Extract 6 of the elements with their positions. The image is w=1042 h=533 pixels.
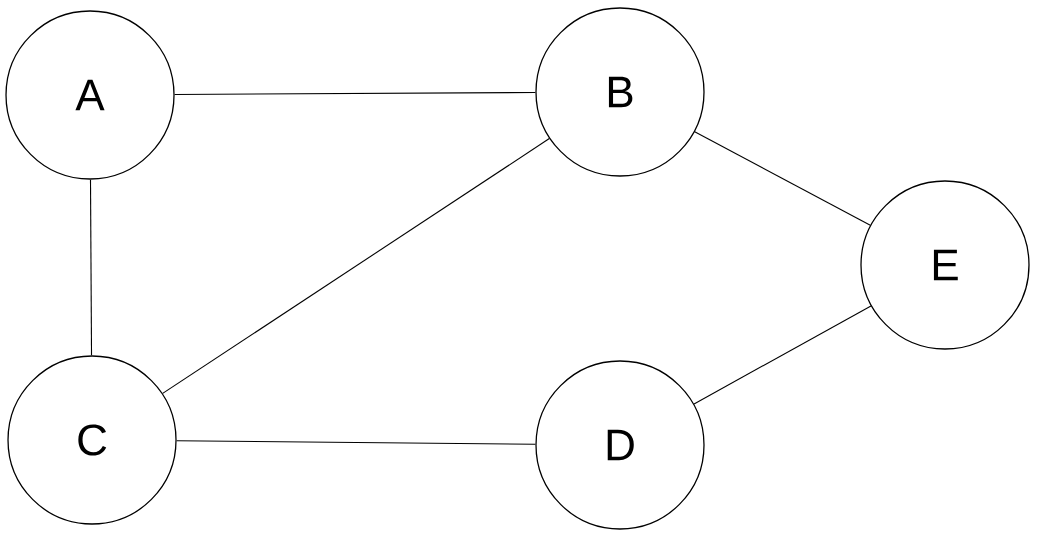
connector-line [176, 440, 536, 445]
connector-line [693, 305, 872, 405]
connector-line [89, 179, 93, 356]
connector-line [162, 138, 550, 394]
connector-line [174, 91, 536, 96]
connector-line [694, 131, 871, 226]
